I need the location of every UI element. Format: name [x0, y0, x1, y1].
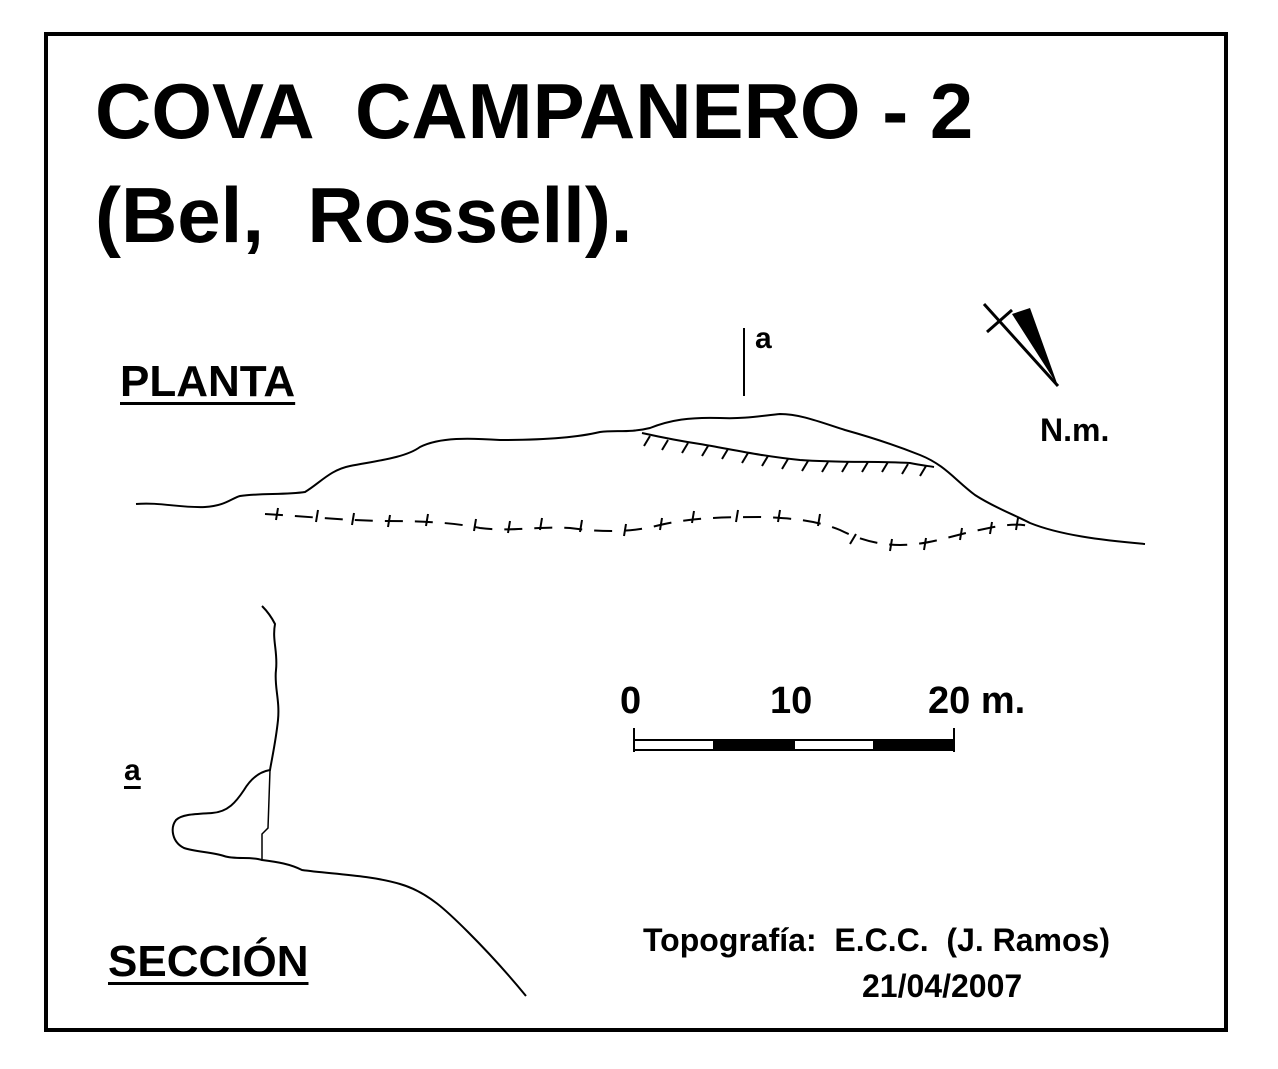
plan-ledge-hachures	[643, 435, 927, 477]
scale-bar	[633, 728, 955, 752]
survey-credit: Topografía: E.C.C. (J. Ramos)	[643, 922, 1110, 958]
section-view-mark: a	[124, 754, 141, 787]
plan-view-label: PLANTA	[120, 357, 296, 406]
survey-date: 21/04/2007	[862, 968, 1023, 1004]
plan-section-mark: a	[755, 322, 772, 355]
magnetic-north-label: N.m.	[1040, 412, 1110, 448]
plan-ledge-line	[641, 432, 935, 468]
scale-tick-0: 0	[620, 680, 642, 722]
map-frame	[44, 32, 1228, 1032]
plan-dripline-ticks	[275, 507, 1019, 552]
cave-title: COVA CAMPANERO - 2	[95, 67, 974, 155]
section-inner-line	[261, 769, 271, 860]
section-view-label: SECCIÓN	[108, 937, 309, 986]
section-profile	[171, 605, 527, 997]
plan-outer-wall	[135, 412, 1146, 545]
scale-tick-20: 20 m.	[928, 680, 1026, 722]
plan-dripline	[264, 513, 1031, 547]
cave-location: (Bel, Rossell).	[95, 171, 633, 259]
north-arrow-icon	[982, 302, 1060, 388]
scale-tick-10: 10	[770, 680, 813, 722]
